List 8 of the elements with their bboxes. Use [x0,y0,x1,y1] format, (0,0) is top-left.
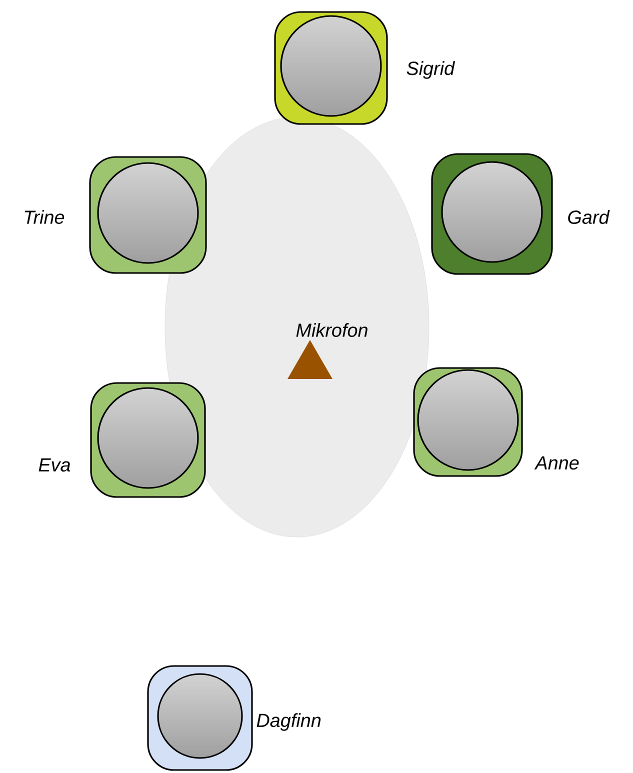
name-label: Eva [38,458,70,472]
name-label: Sigrid [406,61,456,79]
table-ellipse [164,116,430,538]
name-label: Trine [24,210,64,224]
name-label: Anne [534,456,579,470]
name-label: Gard [568,210,610,224]
name-label: Dagfinn [256,713,321,731]
microphone-label: Mikrofon [296,323,368,337]
